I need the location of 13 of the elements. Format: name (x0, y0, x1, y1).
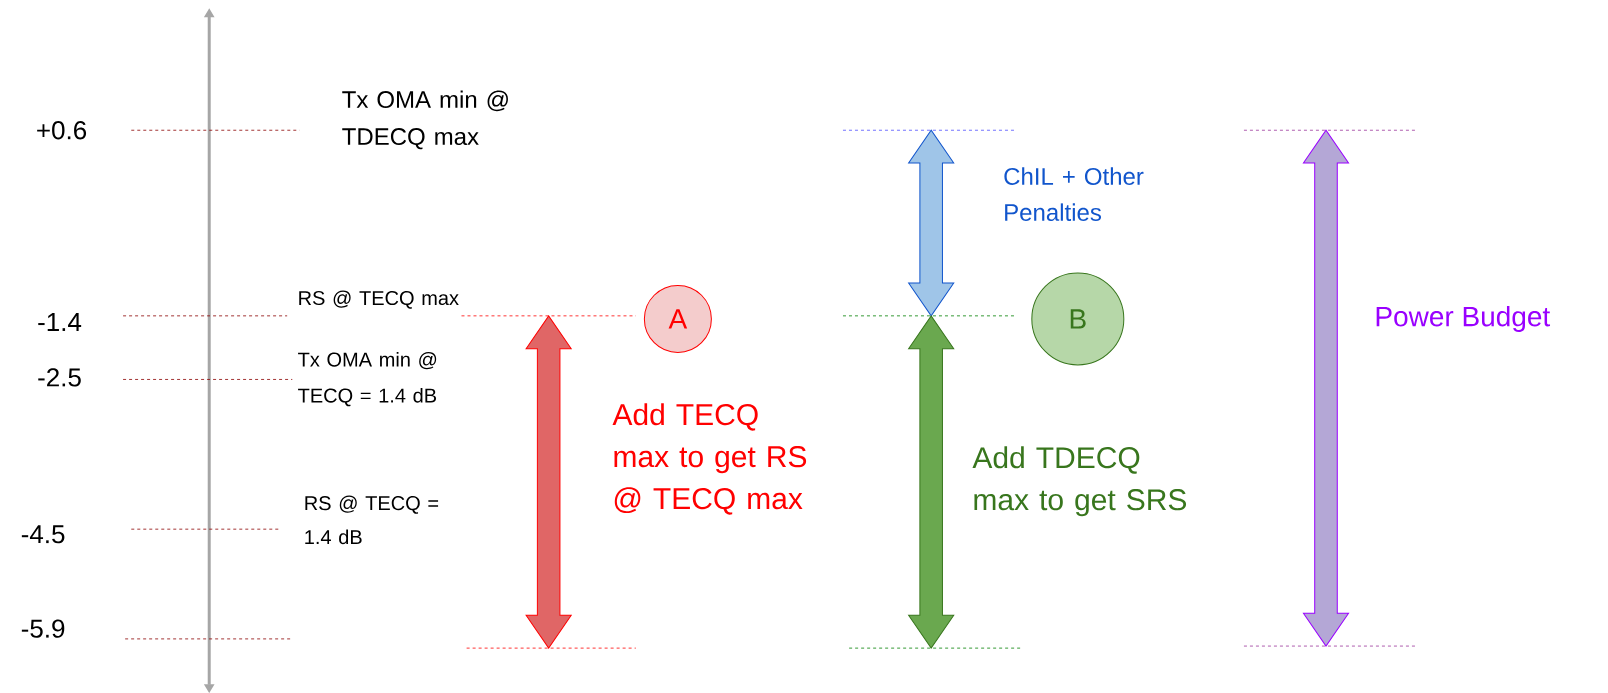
range-label: Add TDECQ max to get SRS (972, 446, 1187, 517)
level-value: -4.5 (21, 525, 65, 544)
level-value: +0.6 (37, 120, 87, 140)
level-note: Tx OMA min @ TECQ = 1.4 dB (298, 351, 437, 407)
level-value: -2.5 (38, 368, 81, 387)
range-label: Add TECQ max to get RS @ TECQ max (612, 403, 807, 515)
level-note: RS @ TECQ = 1.4 dB (305, 495, 439, 545)
level-value: -5.9 (21, 619, 65, 638)
level-value: -1.4 (38, 312, 82, 331)
level-note: Tx OMA min @ TDECQ max (342, 90, 508, 150)
range-label: ChIL + Other Penalties (1004, 167, 1144, 221)
range-label: Power Budget (1376, 305, 1550, 332)
level-note: RS @ TECQ max (299, 290, 459, 309)
